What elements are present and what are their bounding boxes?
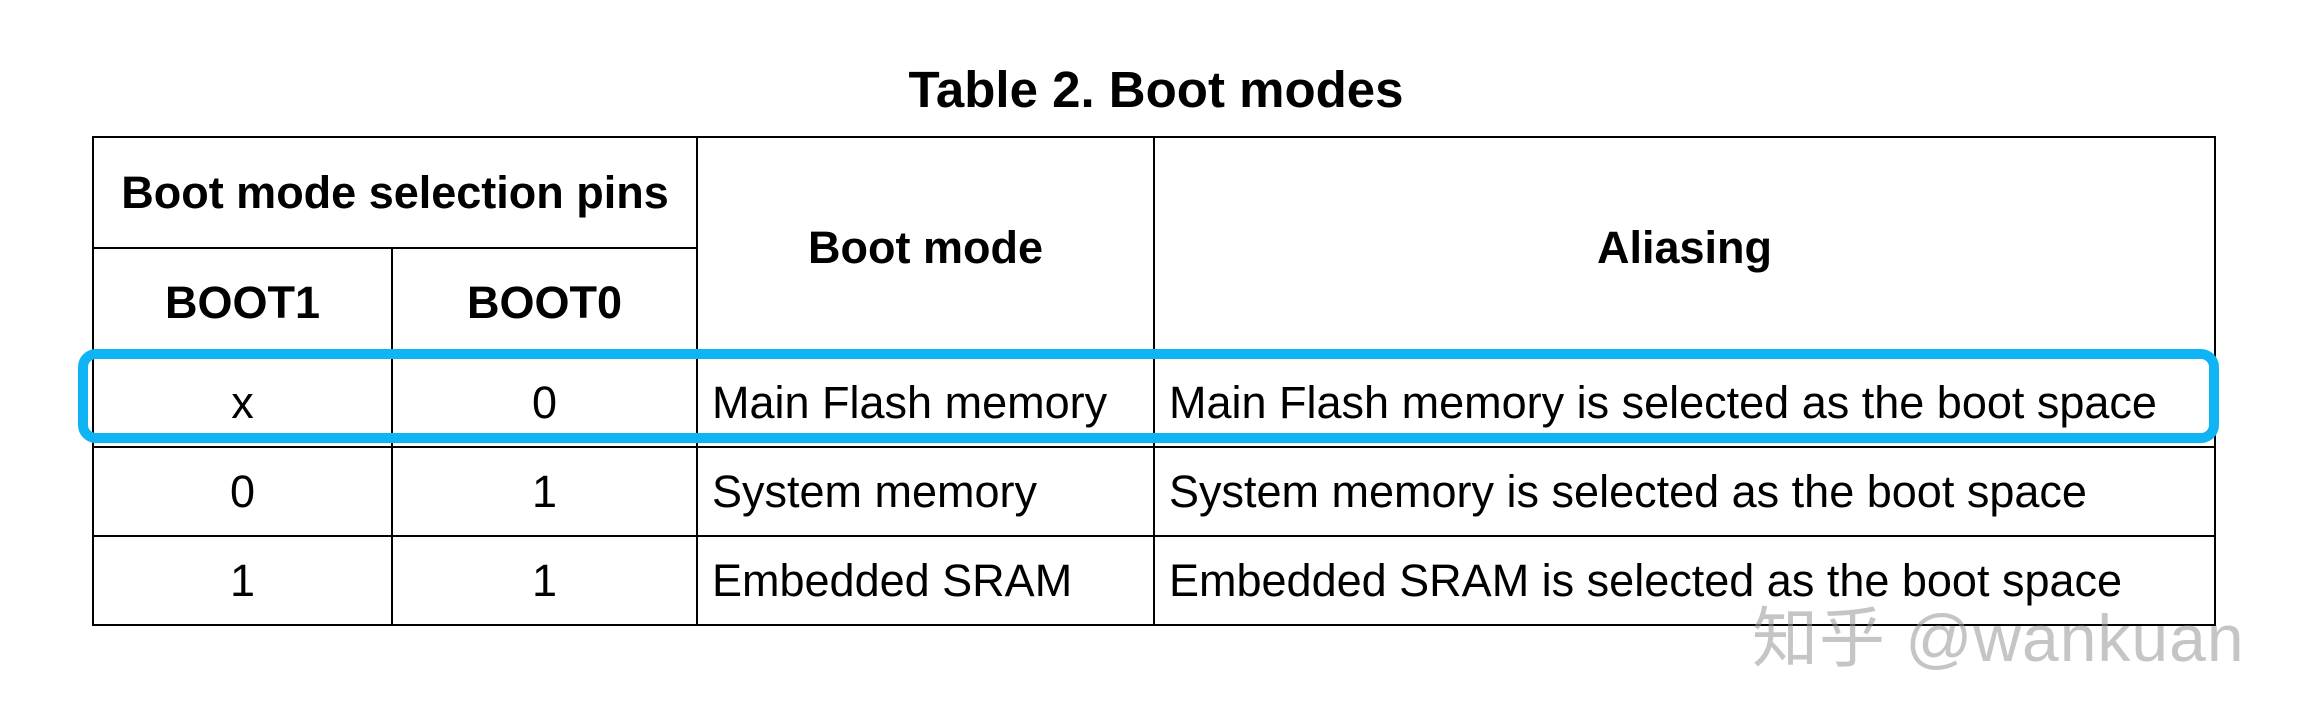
header-boot1: BOOT1 <box>92 247 393 359</box>
cell-aliasing: Embedded SRAM is selected as the boot sp… <box>1153 535 2216 626</box>
cell-boot1: x <box>92 357 393 448</box>
cell-boot1: 1 <box>92 535 393 626</box>
row-highlight-box <box>78 349 2219 443</box>
cell-boot0: 1 <box>391 535 698 626</box>
table-row: x 0 Main Flash memory Main Flash memory … <box>92 357 2216 448</box>
cell-aliasing: System memory is selected as the boot sp… <box>1153 446 2216 537</box>
table-title: Table 2. Boot modes <box>908 61 1404 118</box>
header-boot0: BOOT0 <box>391 247 698 359</box>
cell-boot0: 0 <box>391 357 698 448</box>
cell-boot0: 1 <box>391 446 698 537</box>
cell-boot-mode: Main Flash memory <box>696 357 1155 448</box>
cell-boot1: 0 <box>92 446 393 537</box>
watermark: 知乎 @wankuan <box>1752 601 2245 675</box>
header-aliasing: Aliasing <box>1153 136 2216 359</box>
cell-boot-mode: Embedded SRAM <box>696 535 1155 626</box>
cell-aliasing: Main Flash memory is selected as the boo… <box>1153 357 2216 448</box>
table-row: 1 1 Embedded SRAM Embedded SRAM is selec… <box>92 535 2216 626</box>
header-row-top: Boot mode selection pins Boot mode Alias… <box>92 136 2216 359</box>
header-boot-mode: Boot mode <box>696 136 1155 359</box>
cell-boot-mode: System memory <box>696 446 1155 537</box>
table-row: 0 1 System memory System memory is selec… <box>92 446 2216 537</box>
group-header-selection-pins: Boot mode selection pins <box>92 136 698 249</box>
